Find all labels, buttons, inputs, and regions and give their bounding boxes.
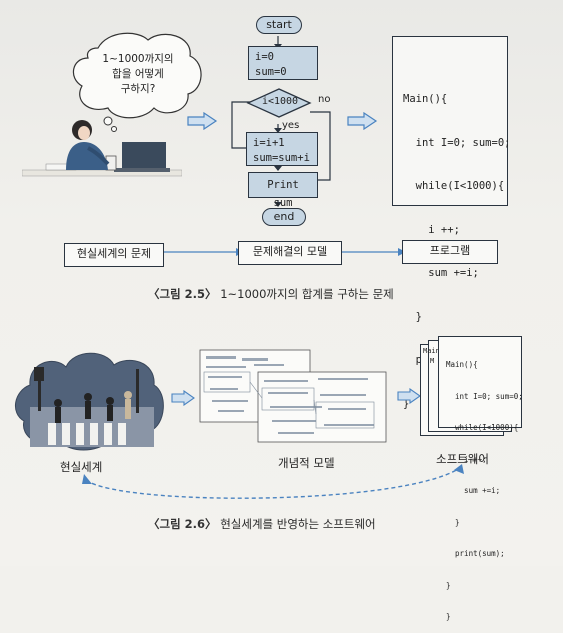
software-card-tab: Main bbox=[423, 347, 440, 355]
code-line: } bbox=[446, 612, 451, 621]
figure-caption-2-5: 〈그림 2.5〉 1~1000까지의 합계를 구하는 문제 bbox=[148, 286, 394, 302]
flow-condition: i<1000 bbox=[261, 96, 299, 107]
arrow-right-icon bbox=[171, 390, 195, 406]
code-line: while(I<1000){ bbox=[446, 423, 519, 432]
caption-text: 현실세계를 반영하는 소프트웨어 bbox=[216, 517, 376, 531]
code-line: sum +=i; bbox=[446, 486, 501, 495]
label-software: 소프트웨어 bbox=[436, 452, 489, 466]
flow-body-box: i=i+1 sum=sum+i bbox=[246, 132, 318, 166]
code-line: } bbox=[403, 310, 422, 323]
label-real-world: 현실세계 bbox=[60, 460, 103, 474]
stage-problem: 현실세계의 문제 bbox=[64, 243, 164, 267]
code-box-top: Main(){ int I=0; sum=0; while(I<1000){ i… bbox=[392, 36, 511, 410]
arrow-right-icon bbox=[347, 112, 378, 130]
person-at-desk-illustration bbox=[22, 120, 182, 177]
thought-line: 1~1000까지의 bbox=[102, 53, 174, 65]
flow-decision-diamond bbox=[246, 88, 312, 118]
flow-init-line: i=0 bbox=[255, 51, 274, 63]
code-line: int I=0; sum=0; bbox=[446, 391, 523, 401]
arrow-right-icon bbox=[187, 112, 218, 130]
stage-program: 프로그램 bbox=[402, 240, 498, 264]
caption-number: 〈그림 2.6〉 bbox=[148, 517, 217, 531]
code-line: } bbox=[446, 580, 451, 590]
flow-print-box: Print sum bbox=[248, 172, 318, 209]
caption-number: 〈그림 2.5〉 bbox=[148, 287, 217, 301]
flow-start: start bbox=[256, 16, 302, 34]
flow-no-label: no bbox=[318, 94, 331, 105]
conceptual-model-diagram bbox=[199, 349, 387, 443]
thought-bubble bbox=[72, 32, 202, 132]
flow-end: end bbox=[262, 208, 306, 226]
label-concept-model: 개념적 모델 bbox=[278, 456, 335, 470]
thought-line: 합을 어떻게 bbox=[112, 68, 164, 80]
stage-model: 문제해결의 모델 bbox=[238, 241, 342, 265]
flow-body-line: sum=sum+i bbox=[253, 152, 310, 164]
flow-init-line: sum=0 bbox=[255, 66, 287, 78]
real-world-street-illustration bbox=[15, 352, 164, 451]
code-line: int I=0; sum=0; bbox=[403, 136, 511, 149]
code-line: Main(){ bbox=[446, 360, 478, 369]
thought-line: 구하지? bbox=[120, 83, 156, 95]
code-line: i ++; bbox=[446, 454, 487, 464]
code-line: } bbox=[446, 517, 460, 527]
code-line: Main(){ bbox=[403, 93, 448, 105]
code-line: } bbox=[403, 397, 410, 410]
flow-body-line: i=i+1 bbox=[253, 137, 285, 149]
code-line: while(I<1000){ bbox=[403, 180, 505, 192]
software-card-front bbox=[438, 336, 522, 428]
dashed-curve-arrow bbox=[82, 464, 464, 499]
code-line: sum +=i; bbox=[403, 267, 479, 279]
software-code: Main(){ int I=0; sum=0; while(I<1000){ i… bbox=[446, 339, 523, 633]
flow-init-box: i=0 sum=0 bbox=[248, 46, 318, 80]
flow-yes-label: yes bbox=[282, 120, 300, 131]
code-line: print(sum); bbox=[446, 549, 505, 558]
code-line: i ++; bbox=[403, 223, 460, 236]
software-card-tab: M bbox=[430, 357, 435, 365]
figure-caption-2-6: 〈그림 2.6〉 현실세계를 반영하는 소프트웨어 bbox=[148, 516, 376, 532]
caption-text: 1~1000까지의 합계를 구하는 문제 bbox=[216, 287, 394, 301]
arrow-right-icon bbox=[397, 388, 421, 404]
thought-text: 1~1000까지의 합을 어떻게 구하지? bbox=[92, 52, 184, 97]
